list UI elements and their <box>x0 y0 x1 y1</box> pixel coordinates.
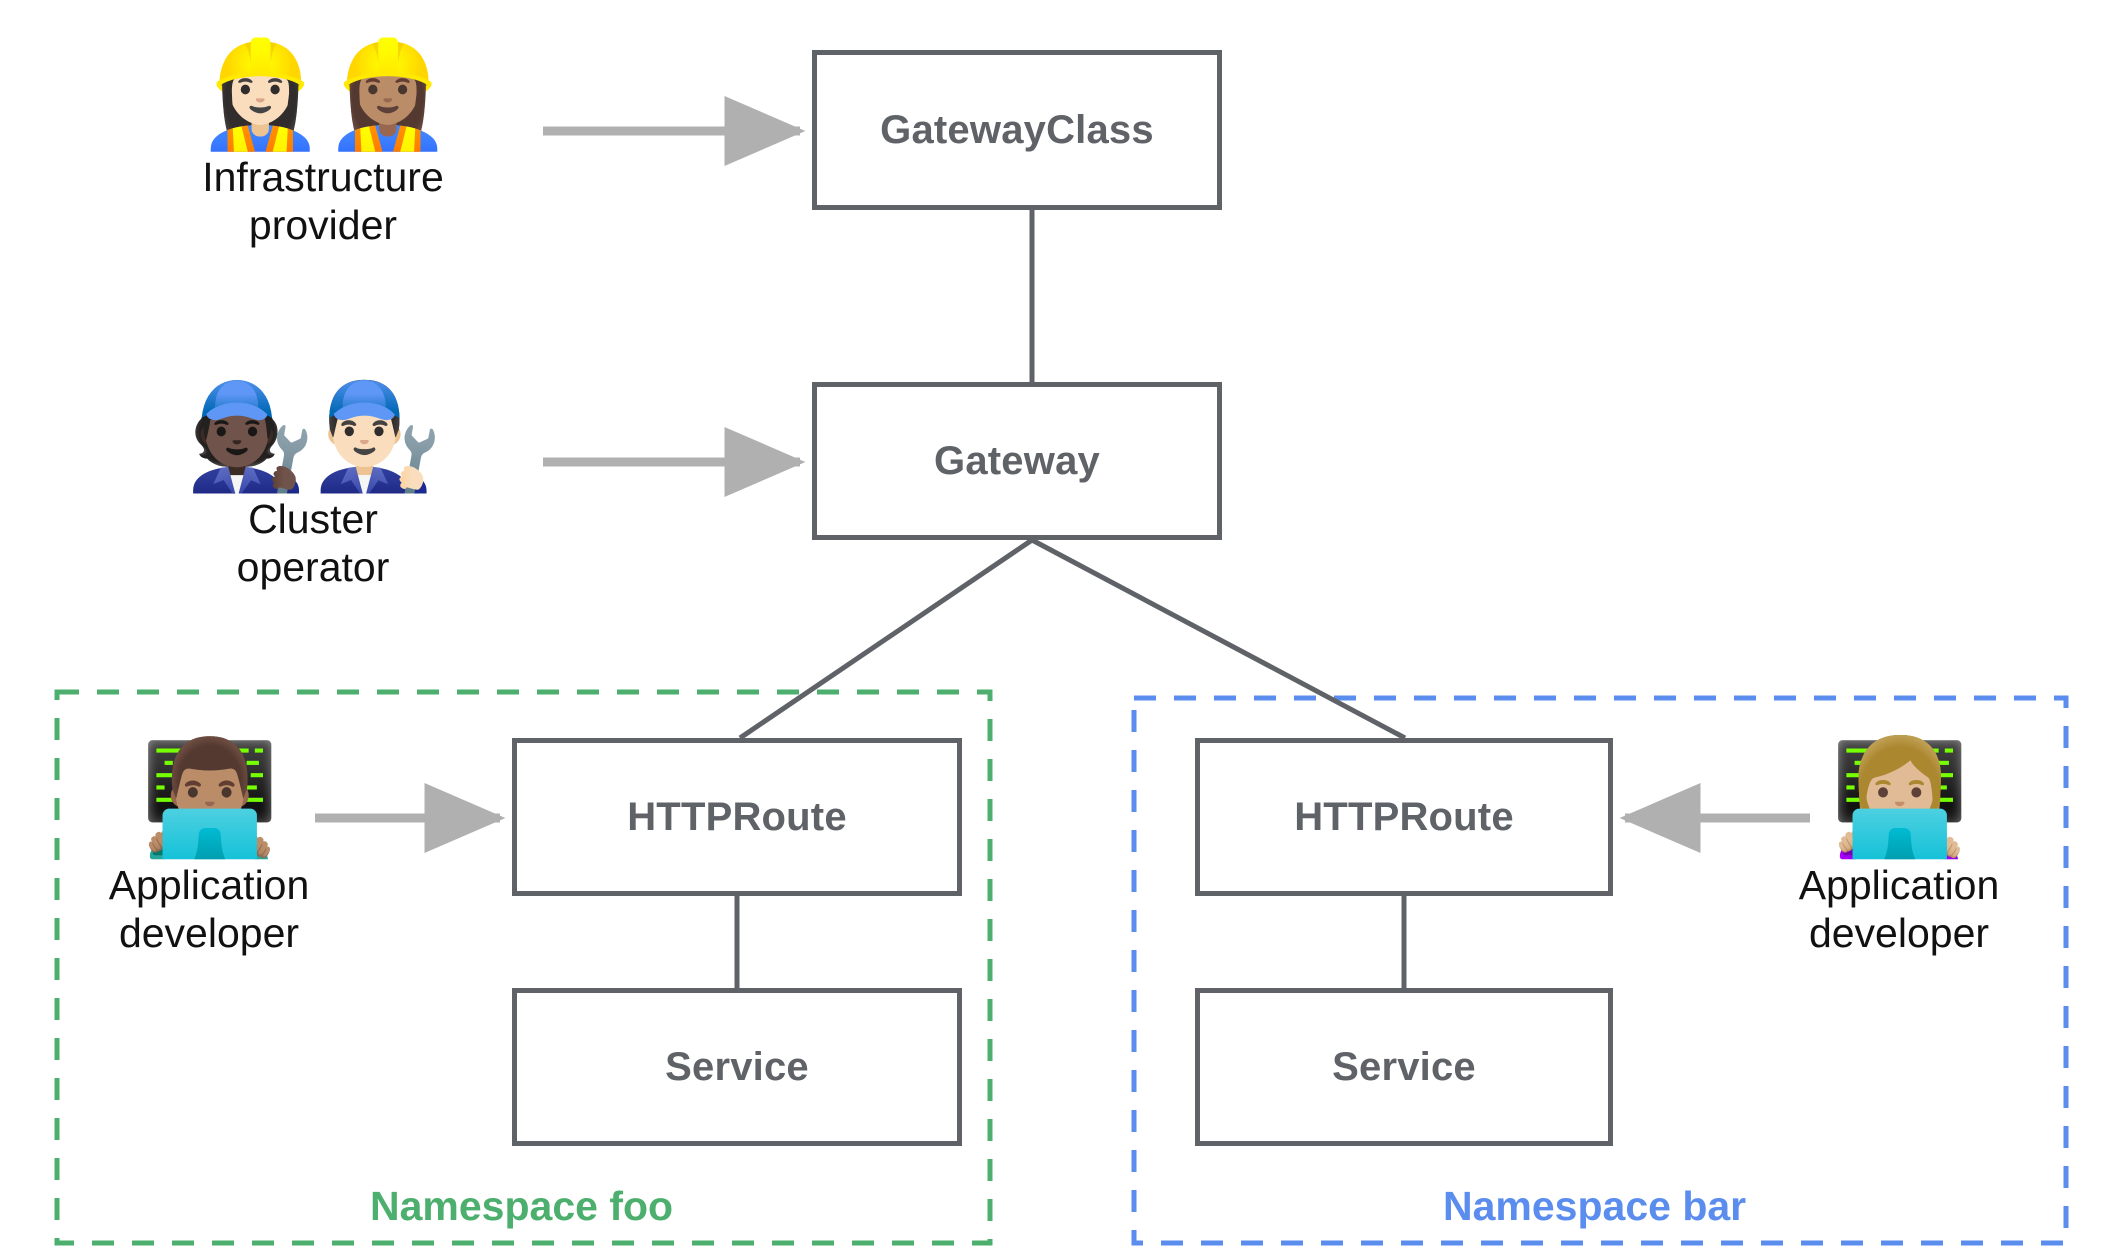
gateway-label: Gateway <box>934 438 1100 483</box>
service-bar-label: Service <box>1332 1044 1476 1089</box>
service-bar-box[interactable]: Service <box>1195 988 1613 1146</box>
connector-gateway-httproute-bar <box>1030 537 1407 741</box>
persona-cluster-operator: 🧑🏿‍🔧👨🏻‍🔧 Cluster operator <box>168 382 458 591</box>
httproute-bar-label: HTTPRoute <box>1294 794 1514 839</box>
persona-infrastructure-provider: 👷🏻‍♀️👷🏽‍♀️ Infrastructure provider <box>178 40 468 249</box>
namespace-foo-label: Namespace foo <box>370 1183 674 1229</box>
service-foo-box[interactable]: Service <box>512 988 962 1146</box>
gateway-box[interactable]: Gateway <box>812 382 1222 540</box>
httproute-foo-label: HTTPRoute <box>627 794 847 839</box>
persona-application-developer-foo-caption: Application developer <box>108 862 310 957</box>
persona-cluster-operator-caption: Cluster operator <box>236 496 390 590</box>
connector-gateway-httproute-foo <box>738 537 1034 741</box>
service-foo-label: Service <box>665 1044 809 1089</box>
persona-application-developer-bar-caption: Application developer <box>1798 862 2000 957</box>
persona-application-developer-foo: 👨🏽‍💻 Application developer <box>85 740 333 958</box>
httproute-foo-box[interactable]: HTTPRoute <box>512 738 962 896</box>
httproute-bar-box[interactable]: HTTPRoute <box>1195 738 1613 896</box>
gatewayclass-label: GatewayClass <box>880 107 1154 152</box>
namespace-bar-label: Namespace bar <box>1443 1183 1747 1229</box>
gatewayclass-box[interactable]: GatewayClass <box>812 50 1222 210</box>
man-technologist-icon: 👨🏽‍💻 <box>140 733 279 863</box>
woman-technologist-icon: 👩🏼‍💻 <box>1830 733 1969 863</box>
persona-infrastructure-provider-caption: Infrastructure provider <box>202 154 444 248</box>
mechanic-icon: 🧑🏿‍🔧👨🏻‍🔧 <box>185 375 443 497</box>
persona-application-developer-bar: 👩🏼‍💻 Application developer <box>1775 740 2023 958</box>
woman-construction-worker-icon: 👷🏻‍♀️👷🏽‍♀️ <box>195 33 453 155</box>
